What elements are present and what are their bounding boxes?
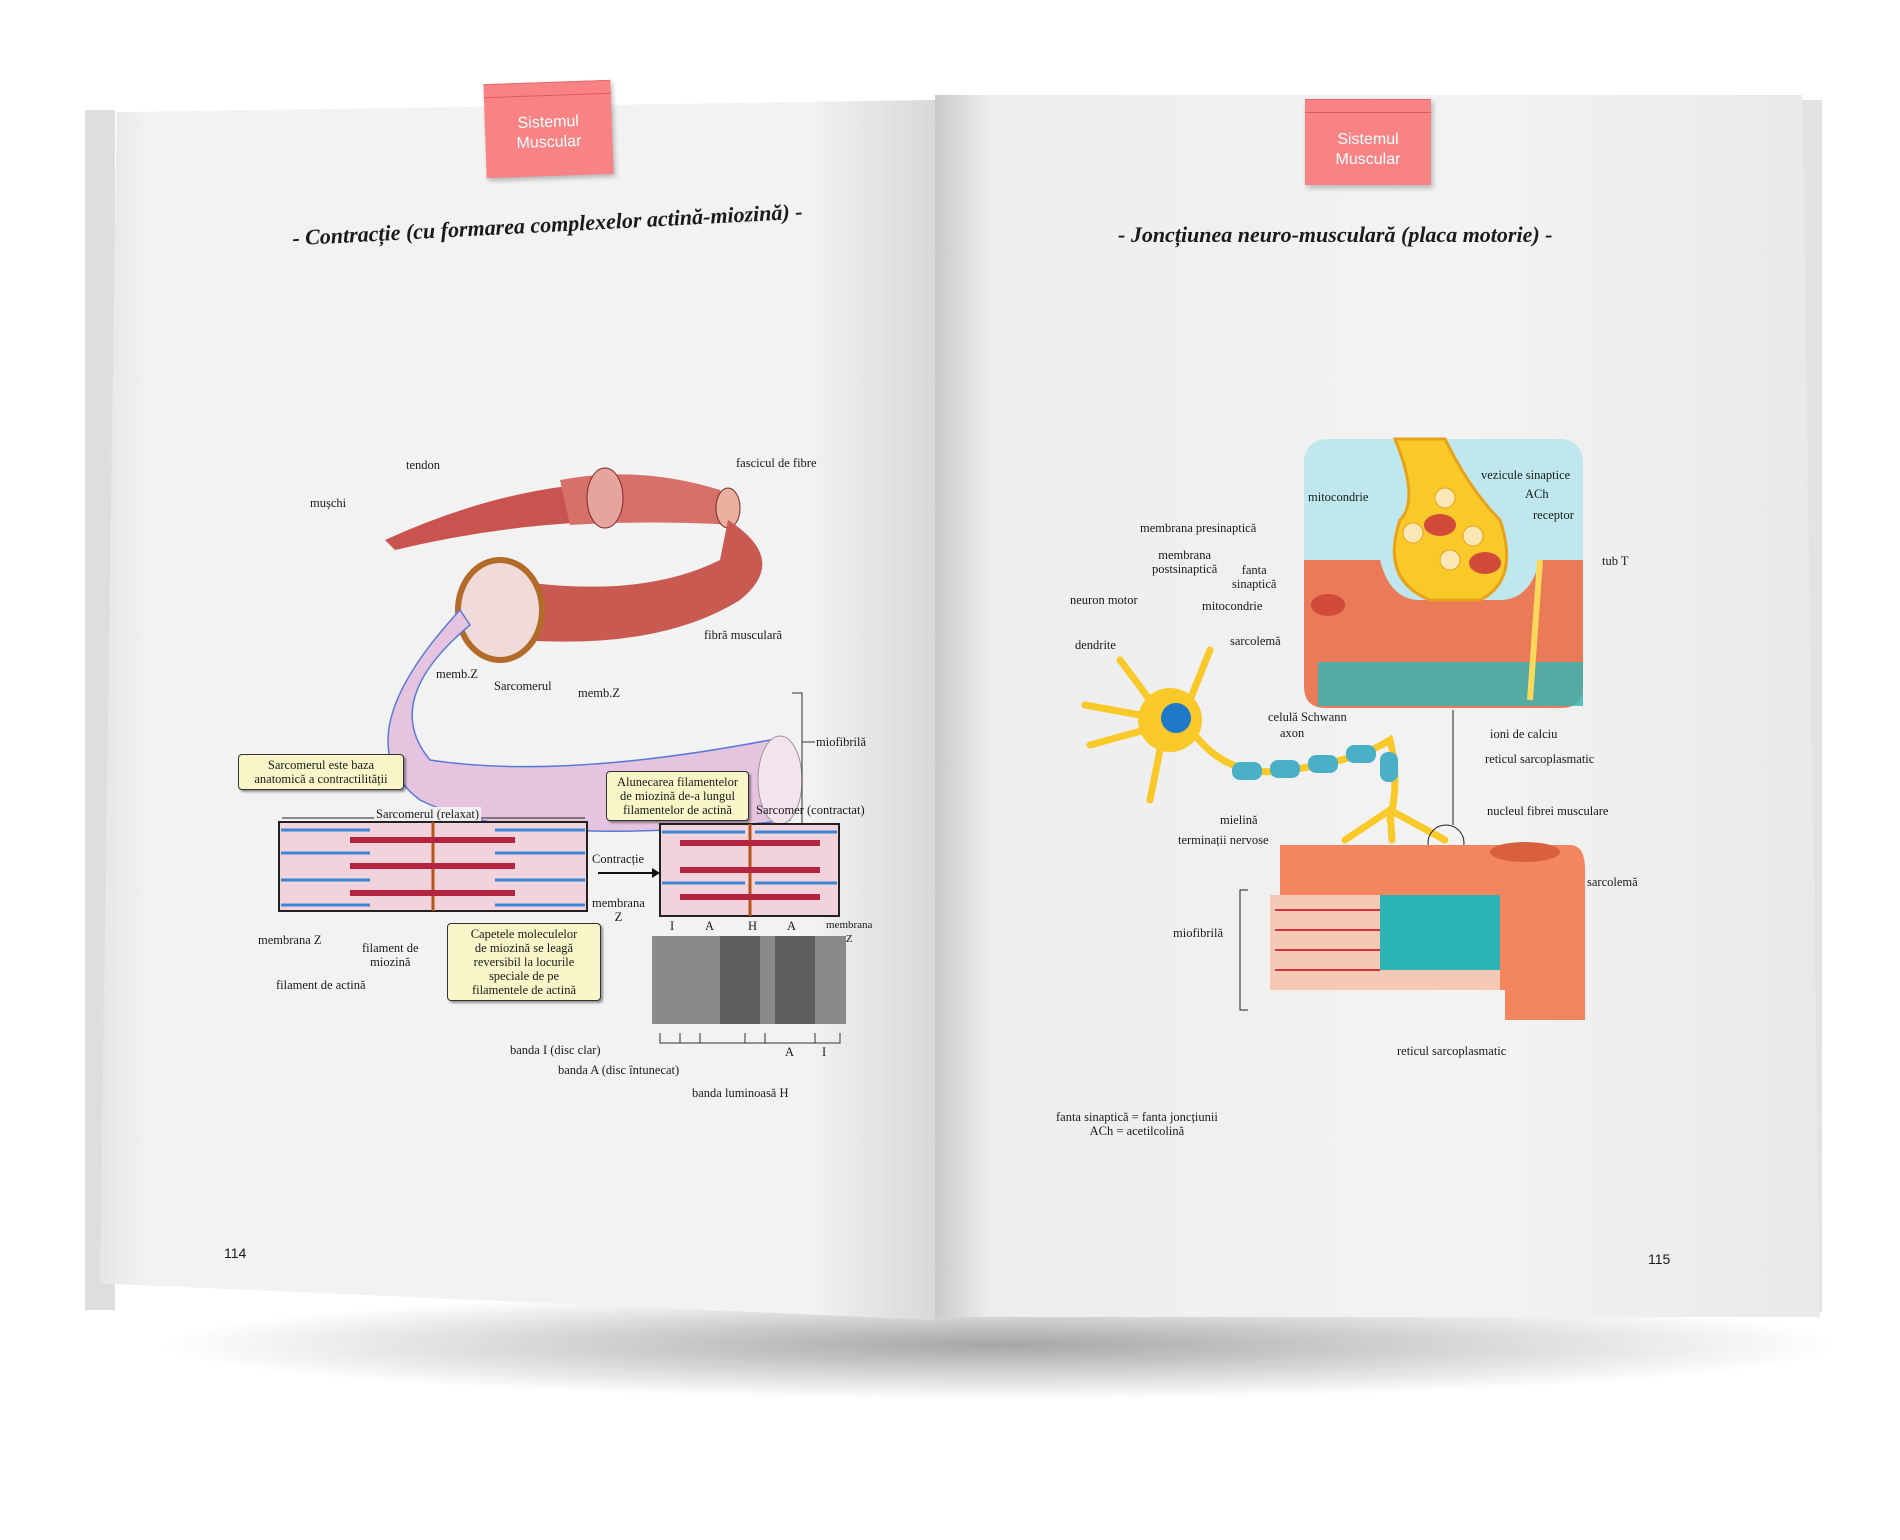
page-number: 115 (1648, 1251, 1671, 1267)
label-tub-t: tub T (1602, 554, 1629, 568)
label-sarcolema: sarcolemă (1587, 875, 1638, 889)
callout-line: reversibil la locurile (473, 955, 575, 969)
label-receptor: receptor (1533, 508, 1574, 522)
label-banda-i: banda I (disc clar) (510, 1043, 601, 1057)
label-line: postsinaptică (1152, 562, 1218, 576)
callout-line: filamentele de actină (471, 983, 577, 997)
label-contractie: Contracție (592, 852, 645, 866)
callout-line: Sarcomerul este baza (267, 758, 375, 772)
band-label: A (705, 919, 715, 933)
callout-line: anatomică a contractilității (254, 772, 388, 786)
callout-line: de miozină se leagă (474, 941, 574, 955)
scale-label: I (822, 1045, 827, 1059)
label-line: sinaptică (1232, 577, 1277, 591)
label-ach: ACh (1525, 487, 1549, 501)
page-title: - Joncțiunea neuro-musculară (placa moto… (1118, 222, 1553, 247)
label-banda-a: banda A (disc întunecat) (558, 1063, 680, 1077)
label-presinaptica: membrana presinaptică (1140, 521, 1257, 535)
label-ioni: ioni de calciu (1490, 727, 1558, 741)
label-schwann: celulă Schwann (1268, 710, 1347, 724)
label-reticul: reticul sarcoplasmatic (1397, 1044, 1507, 1058)
callout-line: filamentelor de actină (623, 803, 732, 817)
callout-baza: Sarcomerul este baza anatomică a contrac… (238, 754, 404, 790)
label-muschi: mușchi (310, 496, 347, 510)
label-sarcolema: sarcolemă (1230, 634, 1281, 648)
footnotes: fanta sinaptică = fanta joncțiunii ACh =… (1056, 1110, 1218, 1138)
label-mielina: mielină (1220, 813, 1258, 827)
callout-line: Capetele moleculelor (470, 927, 578, 941)
tab-line: Muscular (1335, 151, 1401, 168)
label-membrana-z: membrana Z (258, 933, 322, 947)
label-fascicul: fascicul de fibre (736, 456, 817, 470)
label-line: filament de (362, 941, 419, 955)
reticulum (1318, 662, 1583, 706)
label-miofibrila: miofibrilă (1173, 926, 1223, 940)
label-axon: axon (1280, 726, 1305, 740)
callout-line: de miozină de-a lungul (620, 789, 735, 803)
callout-alunecare: Alunecarea filamentelor de miozină de-a … (606, 771, 749, 821)
label-relaxat: Sarcomerul (relaxat) (374, 807, 482, 821)
label-tendon: tendon (406, 458, 441, 472)
section-tab: Sistemul Muscular (1305, 99, 1431, 185)
label-line: membrana (1158, 548, 1212, 562)
label-memb-z: memb.Z (578, 686, 621, 700)
label-filament-actina: filament de actină (276, 978, 366, 992)
scale-label: A (785, 1045, 795, 1059)
label-line: Z (614, 910, 623, 924)
left-page (100, 100, 935, 1320)
page-number: 114 (224, 1245, 247, 1261)
label-fibra: fibră musculară (704, 628, 783, 642)
label-mitocondrie: mitocondrie (1202, 599, 1263, 613)
label-sarcomerul: Sarcomerul (494, 679, 552, 693)
footnote: fanta sinaptică = fanta joncțiunii (1056, 1110, 1218, 1124)
fiber-shape (510, 520, 763, 642)
label-line: miozină (370, 955, 411, 969)
label-nucleul: nucleul fibrei musculare (1487, 804, 1609, 818)
label-dendrite: dendrite (1075, 638, 1116, 652)
fiber-cross-section (455, 557, 545, 663)
band-label: A (787, 919, 797, 933)
label-contractat: Sarcomer (contractat) (756, 803, 865, 817)
band-label: I (670, 919, 675, 933)
label-line: fanta (1241, 563, 1267, 577)
label-banda-h: banda luminoasă H (692, 1086, 789, 1100)
label-line: membrana (826, 919, 873, 931)
label-mitocondrie: mitocondrie (1308, 490, 1369, 504)
label-miofibrila: miofibrilă (816, 735, 866, 749)
callout-line: Alunecarea filamentelor (616, 775, 739, 789)
label-line: membrana (592, 896, 645, 910)
callout-capete: Capetele moleculelor de miozină se leagă… (447, 923, 601, 1001)
label-vezicule: vezicule sinaptice (1481, 468, 1571, 482)
label-neuron-motor: neuron motor (1070, 593, 1138, 607)
tab-line: Sistemul (1337, 131, 1399, 148)
label-reticul: reticul sarcoplasmatic (1485, 752, 1595, 766)
label-memb-z: memb.Z (436, 667, 479, 681)
callout-line: speciale de pe (488, 969, 560, 983)
band-label: H (748, 919, 758, 933)
label-terminatii: terminații nervose (1178, 833, 1269, 847)
footnote: ACh = acetilcolină (1089, 1124, 1185, 1138)
label-line: Z (845, 933, 853, 945)
